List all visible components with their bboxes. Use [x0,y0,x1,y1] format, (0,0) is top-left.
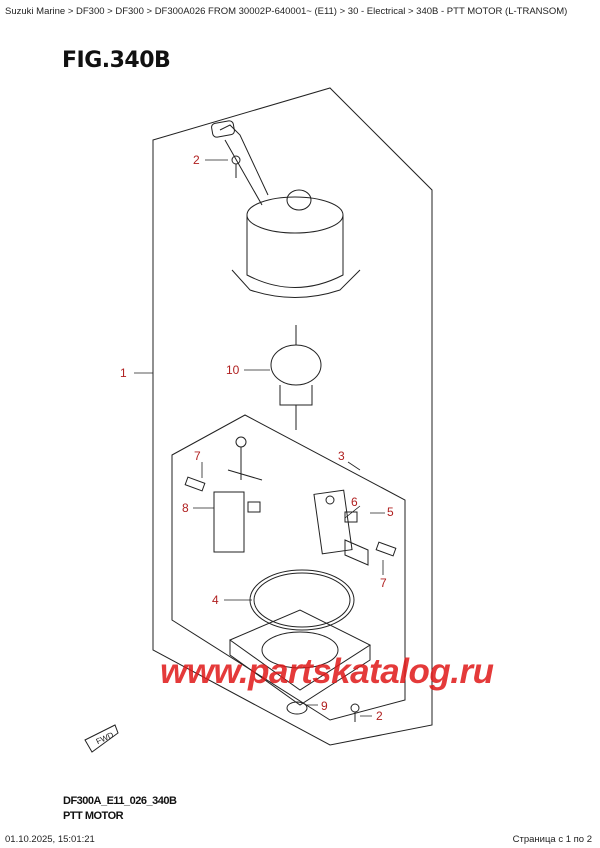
callout-10[interactable]: 10 [226,363,240,377]
diagram-code: DF300A_E11_026_340B [63,795,177,807]
page-number: Страница с 1 по 2 [512,834,592,845]
print-datetime: 01.10.2025, 15:01:21 [5,834,95,845]
screw-2-top [231,155,241,178]
callout-8[interactable]: 8 [182,501,189,515]
callout-2[interactable]: 2 [376,709,383,723]
callout-4[interactable]: 4 [212,593,219,607]
callout-5[interactable]: 5 [387,505,394,519]
motor-housing [211,120,361,298]
callout-1[interactable]: 1 [120,366,127,380]
screw-2-bottom [350,703,360,722]
callout-6[interactable]: 6 [351,495,358,509]
brush-holder-8 [213,436,263,553]
diagram-title: PTT MOTOR [63,810,124,822]
brush-holder-5 [313,489,369,566]
o-ring-4 [249,569,355,631]
callout-9[interactable]: 9 [321,699,328,713]
motor-base [228,609,372,706]
grommet-9 [286,701,308,715]
armature-10 [270,325,322,430]
subassembly-frame [171,414,406,721]
leader-lines [134,159,385,717]
spring-7-right [375,541,397,557]
callout-7[interactable]: 7 [380,576,387,590]
watermark: www.partskatalog.ru [160,652,494,691]
callout-3[interactable]: 3 [338,449,345,463]
assembly-frame [152,87,433,746]
callout-7[interactable]: 7 [194,449,201,463]
callout-2[interactable]: 2 [193,153,200,167]
figure-title: FIG.340B [62,48,171,73]
breadcrumb[interactable]: Suzuki Marine > DF300 > DF300 > DF300A02… [5,6,568,17]
fwd-label: FWD [95,730,116,746]
spring-7-left [184,476,206,492]
fwd-arrow-icon: FWD [84,724,119,753]
